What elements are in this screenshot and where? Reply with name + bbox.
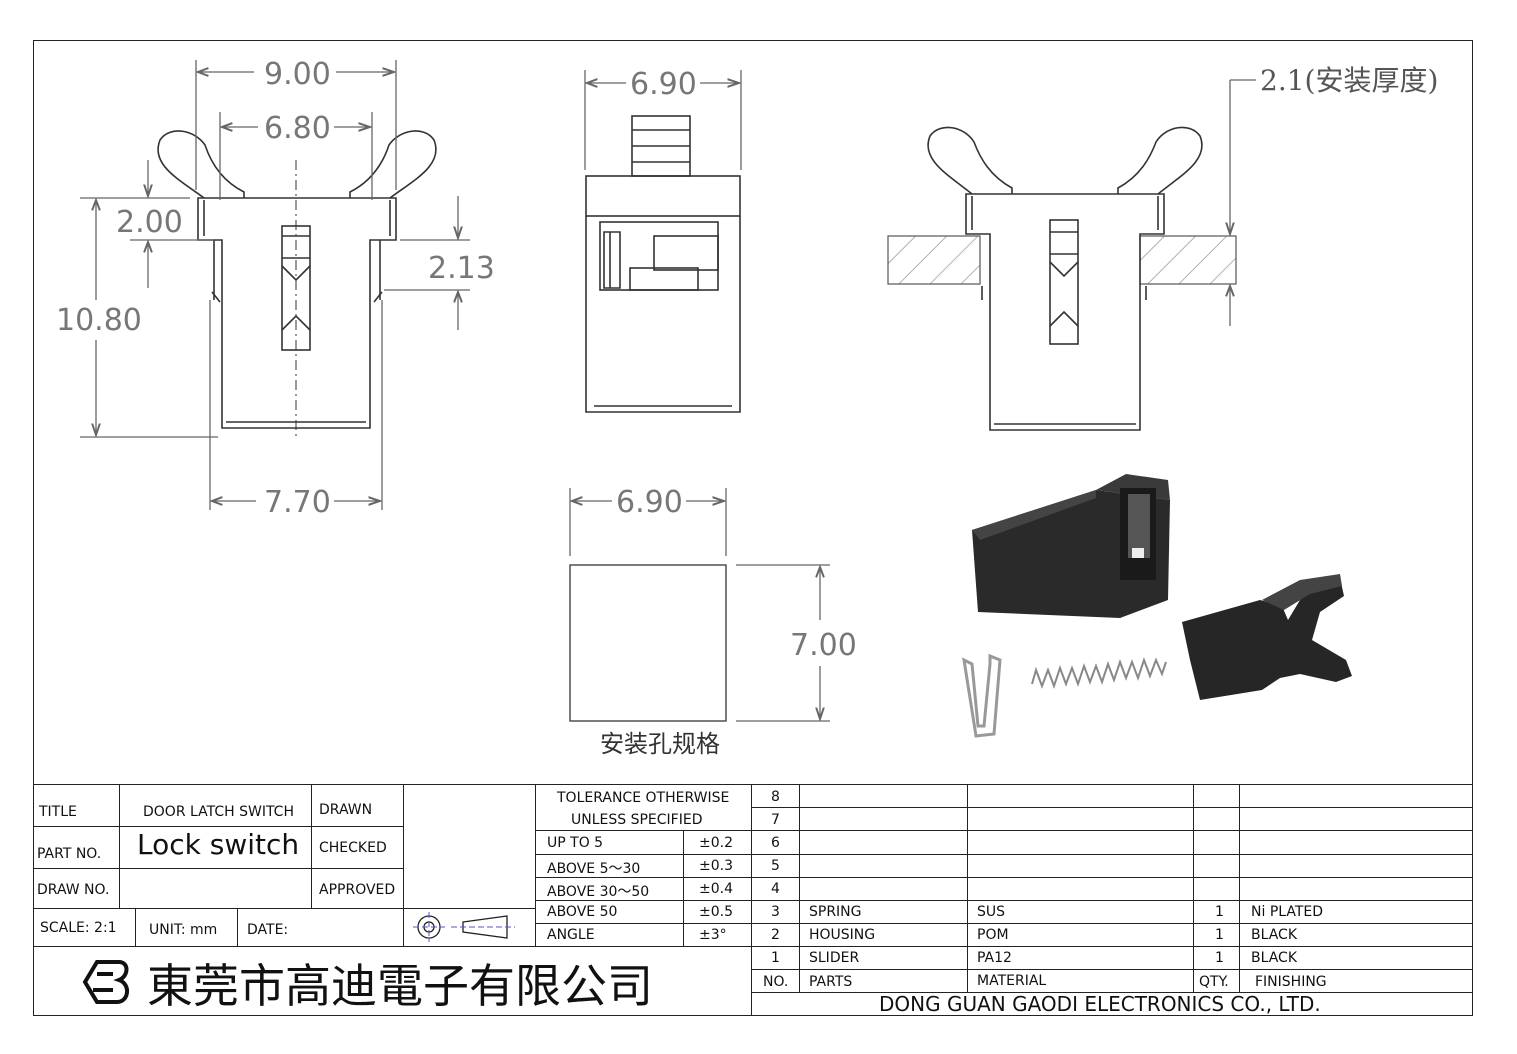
hole-spec-caption: 安装孔规格 [600,730,720,758]
parts-finish-1: BLACK [1251,950,1298,966]
part-no-label: PART NO. [37,846,102,862]
parts-material-3: SUS [977,904,1006,920]
dim-6-80: 6.80 [264,111,331,146]
parts-no-3: 3 [771,904,780,920]
date-label: DATE: [247,922,289,938]
parts-name-2: HOUSING [809,927,876,943]
tol-value-4: ±3° [699,927,727,943]
parts-header-material: MATERIAL [977,973,1047,989]
parts-qty-3: 1 [1215,904,1224,920]
hole-spec [569,488,830,722]
unit-label: UNIT: mm [149,922,218,938]
title-block: TITLE DOOR LATCH SWITCH DRAWN PART NO. L… [33,784,1473,1016]
title-label: TITLE [39,804,77,820]
parts-qty-2: 1 [1215,927,1224,943]
tol-value-3: ±0.5 [699,904,733,920]
dim-7-00-hole: 7.00 [790,628,857,663]
draw-no-label: DRAW NO. [37,882,110,898]
company-name-en: DONG GUAN GAODI ELECTRONICS CO., LTD. [879,992,1321,1016]
dim-7-70: 7.70 [264,485,331,520]
parts-header-finish: FINISHING [1255,974,1327,990]
tol-range-0: UP TO 5 [547,835,604,851]
drawing-frame [33,40,1473,1016]
dim-2-00: 2.00 [116,205,183,240]
tol-value-2: ±0.4 [699,881,733,897]
tol-range-1: ABOVE 5～30 [547,861,641,877]
side-view [585,115,741,413]
parts-no-7: 7 [771,812,780,828]
exploded-parts-render [962,474,1352,738]
tol-range-2: ABOVE 30～50 [547,884,650,900]
parts-header-no: NO. [763,974,789,990]
company-name-cn: 東莞市高迪電子有限公司 [147,959,653,1013]
projection-symbol-icon [413,912,515,942]
parts-finish-2: BLACK [1251,927,1298,943]
parts-no-8: 8 [771,789,780,805]
parts-no-1: 1 [771,950,780,966]
company-logo [82,960,129,1004]
parts-name-3: SPRING [809,904,862,920]
parts-no-6: 6 [771,835,780,851]
parts-finish-3: Ni PLATED [1251,904,1324,920]
dim-10-80: 10.80 [56,303,142,338]
dim-9-00: 9.00 [264,57,331,92]
installed-view-dimensions [1230,79,1256,326]
tolerance-heading-2: UNLESS SPECIFIED [571,812,703,828]
title-value: DOOR LATCH SWITCH [143,804,294,820]
drawing-canvas: 9.00 6.80 2.00 10.80 2.13 7.70 6.90 [56,57,1438,758]
tol-value-1: ±0.3 [699,858,733,874]
parts-header-qty: QTY. [1199,974,1229,990]
drawn-label: DRAWN [319,802,373,818]
front-view [157,130,437,440]
part-no-value: Lock switch [137,828,300,861]
parts-name-1: SLIDER [809,950,860,966]
dim-2-1-install-thickness: 2.1(安装厚度) [1260,64,1438,97]
checked-label: CHECKED [319,840,387,856]
parts-header-part: PARTS [809,974,853,990]
parts-no-2: 2 [771,927,780,943]
dim-2-13: 2.13 [428,251,495,286]
parts-no-4: 4 [771,881,780,897]
installed-view [887,126,1237,431]
dim-6-90-hole: 6.90 [616,485,683,520]
parts-material-2: POM [977,927,1009,943]
parts-no-5: 5 [771,858,780,874]
parts-qty-1: 1 [1215,950,1224,966]
scale-label: SCALE: 2:1 [40,920,117,936]
tol-value-0: ±0.2 [699,835,733,851]
tol-range-4: ANGLE [547,927,595,943]
parts-material-1: PA12 [977,950,1012,966]
approved-label: APPROVED [319,882,396,898]
side-view-dimensions [584,70,742,170]
dim-6-90-side: 6.90 [630,67,697,102]
tol-range-3: ABOVE 50 [547,904,618,920]
front-view-dimensions [80,60,470,510]
tolerance-heading-1: TOLERANCE OTHERWISE [557,790,730,806]
